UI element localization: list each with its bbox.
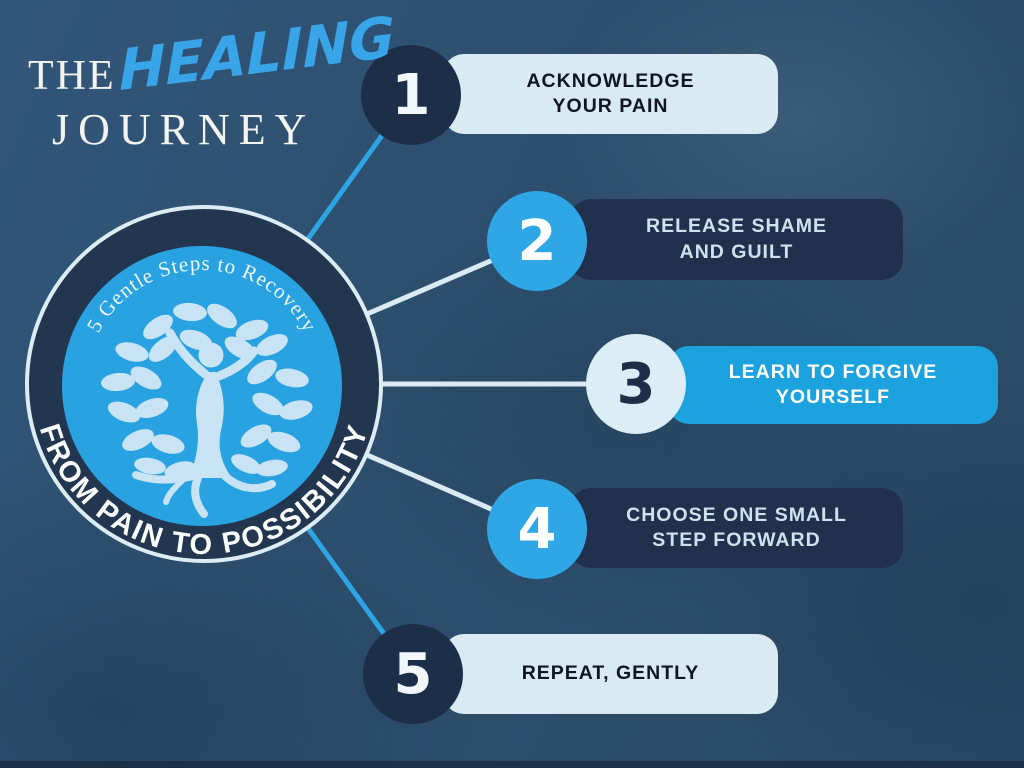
central-badge: 5 Gentle Steps to Recovery FROM PAIN TO … — [25, 205, 383, 563]
step-2-line-2: AND GUILT — [679, 240, 794, 263]
tree-roots — [132, 471, 276, 518]
step-5-number: 5 — [393, 641, 433, 707]
step-4-line-1: CHOOSE ONE SMALL — [626, 503, 847, 526]
step-1-label-pill: ACKNOWLEDGE YOUR PAIN — [443, 54, 778, 134]
person-head — [198, 342, 224, 368]
title-journey: JOURNEY — [52, 105, 316, 154]
step-3-number-circle: 3 — [586, 334, 686, 434]
person-trunk — [190, 372, 232, 478]
step-5-label-pill: REPEAT, GENTLY — [443, 634, 778, 714]
person-arms — [165, 328, 259, 381]
step-2-label-pill: RELEASE SHAME AND GUILT — [570, 199, 903, 280]
step-5-line-1: REPEAT, GENTLY — [521, 662, 700, 685]
step-1-line-1: ACKNOWLEDGE — [526, 69, 695, 92]
title-the: THE — [28, 53, 116, 99]
tree-person-icon — [101, 302, 313, 518]
step-5-number-circle: 5 — [363, 624, 463, 724]
step-4-label-pill: CHOOSE ONE SMALL STEP FORWARD — [570, 488, 903, 568]
step-1-line-2: YOUR PAIN — [552, 95, 669, 117]
step-3-number: 3 — [616, 351, 656, 417]
bottom-edge-shadow — [0, 761, 1024, 768]
step-3-line-1: LEARN TO FORGIVE — [728, 360, 938, 383]
tree-leaves — [101, 302, 313, 479]
step-2-number: 2 — [517, 208, 557, 274]
step-2-line-1: RELEASE SHAME — [646, 215, 827, 238]
step-3-line-2: YOURSELF — [775, 386, 891, 408]
step-1-number-circle: 1 — [361, 45, 461, 145]
step-4-number-circle: 4 — [487, 479, 587, 579]
step-4-line-2: STEP FORWARD — [652, 529, 821, 551]
step-4-number: 4 — [517, 496, 557, 562]
step-3-label-pill: LEARN TO FORGIVE YOURSELF — [668, 346, 998, 424]
step-1-number: 1 — [391, 62, 431, 128]
step-2-number-circle: 2 — [487, 191, 587, 291]
